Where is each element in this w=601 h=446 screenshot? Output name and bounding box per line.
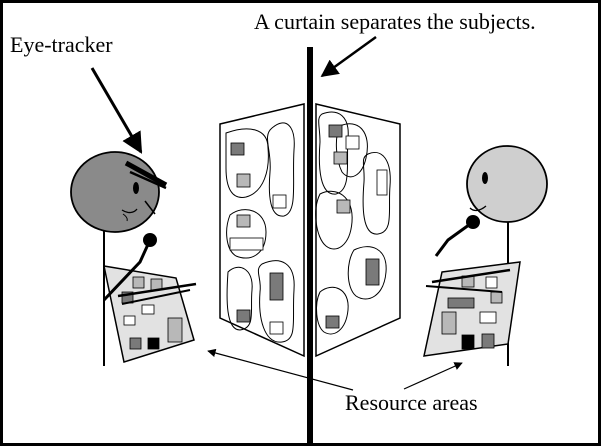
curtain-arrow: [320, 35, 377, 78]
eye-tracker-arrow: [90, 67, 143, 154]
curtain-label: A curtain separates the subjects.: [254, 9, 536, 34]
resource-areas-label: Resource areas: [345, 390, 478, 415]
resource-arrow-left: [207, 348, 354, 391]
subject-right: [423, 145, 548, 366]
eye-tracker-label: Eye-tracker: [10, 32, 113, 57]
head-right: [466, 145, 548, 223]
resource-arrow-right: [403, 362, 463, 390]
resource-panel-right: [315, 103, 401, 358]
head-left: [70, 151, 160, 233]
resource-panel-left: [219, 103, 305, 358]
subject-left: [70, 151, 197, 366]
eye-tracker-device: [124, 160, 168, 188]
